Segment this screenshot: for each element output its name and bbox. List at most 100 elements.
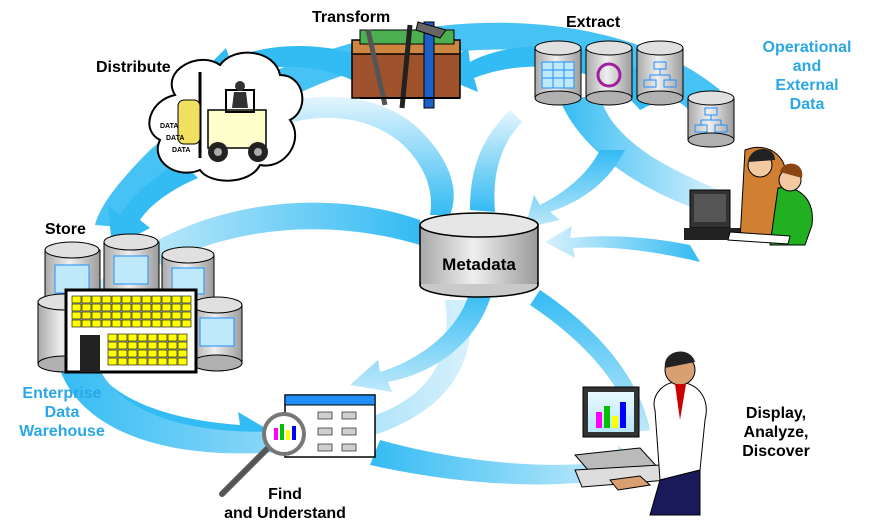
building-window	[101, 303, 112, 312]
building-window	[121, 295, 132, 304]
building-window	[141, 311, 152, 320]
people-at-computer-icon	[684, 146, 813, 246]
label-line: and Understand	[224, 505, 346, 522]
building-window	[137, 333, 148, 342]
building-window	[171, 319, 182, 328]
building-window	[151, 311, 162, 320]
building-window	[117, 357, 128, 366]
building-window	[81, 319, 92, 328]
database-cylinder-icon	[687, 90, 735, 148]
toolbox-icon	[351, 21, 461, 109]
building-window	[161, 311, 172, 320]
building-window	[157, 341, 168, 350]
building-window	[141, 303, 152, 312]
building-window	[147, 341, 158, 350]
arc-right-lower	[530, 290, 650, 432]
building-window	[101, 295, 112, 304]
building-window	[177, 333, 188, 342]
building-window	[157, 357, 168, 366]
building-window	[181, 303, 192, 312]
arrow-operational-curl	[560, 95, 720, 210]
building-window	[181, 295, 192, 304]
building-window	[181, 319, 192, 328]
building-window	[71, 295, 82, 304]
extract-label: Extract	[566, 14, 621, 31]
building-window	[141, 295, 152, 304]
label-line: Operational	[762, 39, 852, 56]
database-cylinder-icon	[191, 296, 243, 372]
building-window	[167, 333, 178, 342]
building-window	[137, 349, 148, 358]
distribute-label: Distribute	[96, 59, 171, 76]
building-window	[137, 357, 148, 366]
arc-inner-band	[90, 202, 420, 300]
building-window	[167, 341, 178, 350]
database-cylinder-icon	[534, 40, 582, 106]
building-window	[171, 303, 182, 312]
building-window	[101, 319, 112, 328]
transform-label: Transform	[312, 9, 391, 26]
office-building-icon	[64, 288, 198, 374]
building-window	[151, 295, 162, 304]
building-window	[141, 319, 152, 328]
computer-user-icon	[573, 351, 707, 516]
label-line: and	[792, 58, 822, 75]
building-window	[81, 295, 92, 304]
data-crate-label: DATA	[172, 147, 190, 154]
arrow-store-to-find	[70, 360, 272, 452]
extract-databases	[534, 40, 735, 148]
arc-left-mid	[240, 96, 454, 215]
building-window	[161, 295, 172, 304]
display-analyze-discover-label: Display, Analyze, Discover	[723, 404, 829, 461]
operational-external-data-label: Operational and External Data	[748, 38, 866, 114]
building-window	[157, 333, 168, 342]
building-window	[177, 357, 188, 366]
label-line: Data	[789, 96, 825, 113]
arrow-extract-to-metadata	[525, 150, 625, 228]
label-line: Discover	[742, 443, 810, 460]
building-window	[127, 341, 138, 350]
building-window	[127, 349, 138, 358]
building-window	[137, 341, 148, 350]
building-window	[117, 341, 128, 350]
building-window	[111, 303, 122, 312]
label-line: Warehouse	[19, 423, 105, 440]
building-window	[107, 341, 118, 350]
building-window	[117, 349, 128, 358]
building-window	[111, 319, 122, 328]
building-window	[127, 357, 138, 366]
building-window	[161, 303, 172, 312]
building-window	[151, 303, 162, 312]
building-window	[117, 333, 128, 342]
enterprise-data-warehouse-label: Enterprise Data Warehouse	[10, 384, 114, 441]
building-window	[181, 311, 192, 320]
database-cylinder-icon	[585, 40, 633, 106]
store-label: Store	[45, 221, 86, 238]
metadata-label: Metadata	[442, 255, 516, 274]
building-window	[127, 333, 138, 342]
building-window	[131, 295, 142, 304]
building-window	[81, 303, 92, 312]
building-window	[177, 341, 188, 350]
label-line: Data	[44, 404, 80, 421]
data-crate-label: DATA	[160, 123, 178, 130]
label-line: Analyze,	[743, 424, 809, 441]
building-window	[171, 311, 182, 320]
building-window	[161, 319, 172, 328]
building-window	[177, 349, 188, 358]
building-window	[171, 295, 182, 304]
find-and-understand-label: Find and Understand	[210, 485, 360, 523]
building-window	[147, 349, 158, 358]
building-window	[121, 311, 132, 320]
magnifier-icon	[219, 412, 306, 497]
building-window	[147, 357, 158, 366]
building-window	[107, 333, 118, 342]
building-window	[91, 311, 102, 320]
building-window	[91, 295, 102, 304]
arc-metadata-up	[470, 110, 522, 212]
building-window	[151, 319, 162, 328]
building-window	[71, 319, 82, 328]
data-crate-label: DATA	[166, 135, 184, 142]
